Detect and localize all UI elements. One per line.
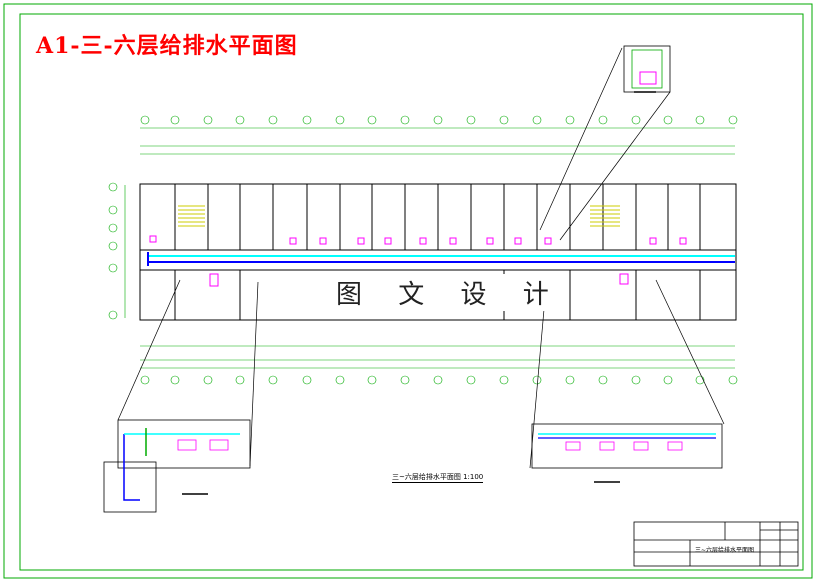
top-dimension-lines [140, 127, 735, 155]
stairwell-left [178, 205, 205, 227]
drawing-title: A1-三-六层给排水平面图 [36, 33, 298, 59]
bottom-axis-bubbles [140, 375, 738, 385]
detail-bottom-left [103, 419, 251, 513]
title-block [633, 521, 799, 567]
detail-leader-lines [117, 47, 725, 469]
plumbing-fixtures [149, 235, 687, 287]
detail-top-right [623, 45, 671, 93]
top-axis-bubbles [140, 115, 738, 125]
building-plan [139, 183, 737, 321]
detail-bottom-right [531, 423, 723, 483]
left-axis-bubbles [108, 182, 126, 320]
bottom-dimension-lines [140, 345, 735, 369]
inner-border [19, 13, 804, 571]
stairwell-right [590, 205, 620, 227]
title-block-drawing-name: 三~六层给排水平面图 [695, 547, 755, 554]
plan-caption: 三~六层给排水平面图 1:100 [392, 473, 484, 483]
outer-border [3, 3, 813, 579]
watermark-text: 图 文 设 计 [332, 274, 567, 311]
